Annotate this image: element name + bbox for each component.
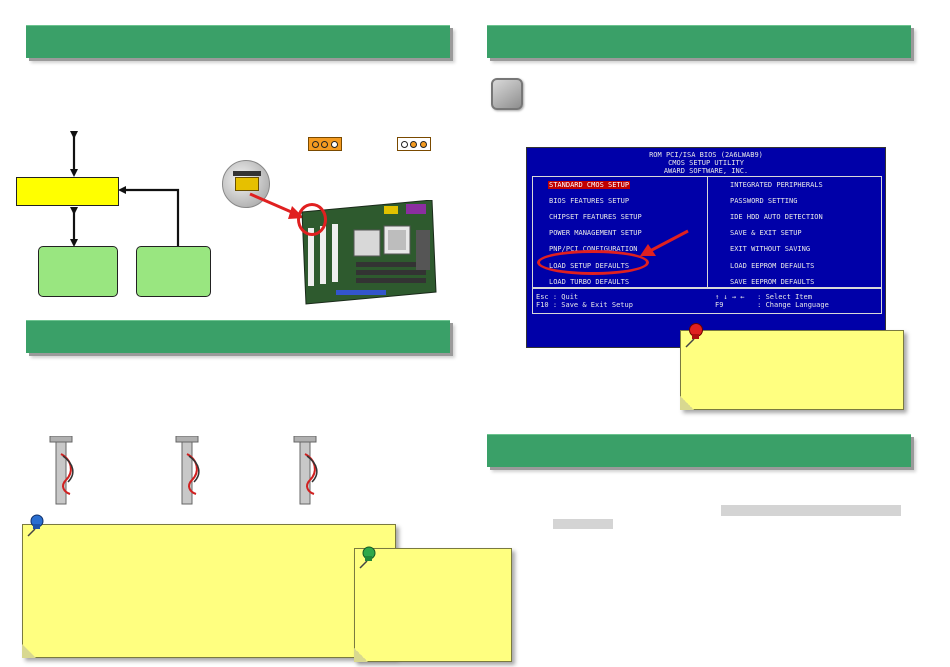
highlight-bar-2 [553, 519, 613, 529]
bracket-photo-1 [49, 436, 74, 505]
step-bullet-icon [491, 78, 523, 110]
green-pushpin-icon [359, 546, 376, 569]
diagram-top-box [16, 177, 119, 206]
section-bar-3 [487, 25, 911, 58]
section-bar-1 [26, 25, 450, 58]
bios-menu-item[interactable]: LOAD EEPROM DEFAULTS [730, 262, 815, 270]
red-pointer-arrow [640, 229, 689, 256]
diagram-green-box-1 [38, 246, 118, 297]
bios-menu-item[interactable]: SAVE & EXIT SETUP [730, 229, 802, 237]
bios-menu-item[interactable]: IDE HDD AUTO DETECTION [730, 213, 823, 221]
section-bar-4 [487, 434, 911, 467]
bios-help-right: ↑ ↓ → ← : Select Item F9 : Change Langua… [715, 293, 829, 309]
bios-menu-item[interactable]: POWER MANAGEMENT SETUP [549, 229, 642, 237]
jumper-icon-pins-1-2 [308, 137, 342, 151]
bracket-photo-2 [175, 436, 200, 505]
bios-menu-item[interactable]: INTEGRATED PERIPHERALS [730, 181, 823, 189]
sticky-note-green [354, 548, 512, 662]
bios-menu-item[interactable]: CHIPSET FEATURES SETUP [549, 213, 642, 221]
motherboard-photo [301, 200, 437, 305]
bios-header-line-3: AWARD SOFTWARE, INC. [663, 167, 749, 175]
block-diagram [70, 131, 180, 247]
highlight-bar-1 [721, 505, 901, 516]
bios-help-frame [532, 288, 882, 314]
bios-menu-item[interactable]: LOAD TURBO DEFAULTS [549, 278, 630, 286]
note-fold [22, 644, 36, 658]
bios-header-line-1: ROM PCI/ISA BIOS (2A6LWAB9) [649, 151, 763, 159]
bios-menu-item[interactable]: EXIT WITHOUT SAVING [730, 245, 811, 253]
sticky-note-red [680, 330, 904, 410]
bios-menu-item[interactable]: PASSWORD SETTING [730, 197, 798, 205]
note-fold [680, 396, 694, 410]
section-bar-2 [26, 320, 450, 353]
jumper-icon-pins-2-3 [397, 137, 431, 151]
bios-menu-item[interactable]: PNP/PCI CONFIGURATION [549, 245, 638, 253]
bios-header-line-2: CMOS SETUP UTILITY [668, 159, 744, 167]
bios-menu-item[interactable]: SAVE EEPROM DEFAULTS [730, 278, 815, 286]
note-fold [354, 648, 368, 662]
bios-help-left: Esc : Quit F10 : Save & Exit Setup [536, 293, 633, 309]
bios-menu-item[interactable]: STANDARD CMOS SETUP [548, 181, 631, 189]
sticky-note-blue [22, 524, 396, 658]
diagram-green-box-2 [136, 246, 211, 297]
bios-menu-divider [707, 176, 708, 288]
bracket-photo-3 [293, 436, 318, 505]
red-pushpin-icon [685, 323, 703, 348]
highlight-circle [297, 203, 327, 236]
highlight-ellipse [537, 250, 649, 275]
elbow-arrow [118, 186, 180, 247]
bios-menu-item[interactable]: BIOS FEATURES SETUP [549, 197, 630, 205]
bios-setup-screen: ROM PCI/ISA BIOS (2A6LWAB9) CMOS SETUP U… [526, 147, 886, 348]
blue-pushpin-icon [27, 514, 44, 537]
